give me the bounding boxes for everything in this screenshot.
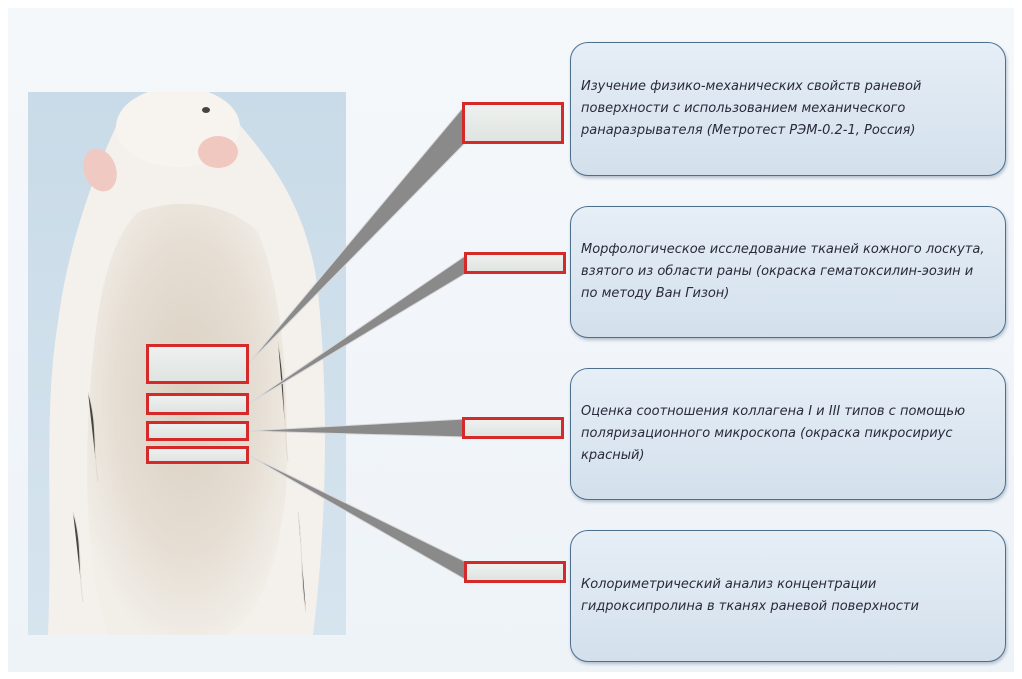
sample-strip-3 [462, 417, 564, 439]
method-text-hydroxyproline: Колориметрический анализ концентрации ги… [581, 574, 993, 618]
sample-strip-2 [464, 252, 566, 274]
connector-1 [248, 104, 466, 364]
method-text-morphology: Морфологическое исследование тканей кожн… [581, 239, 993, 305]
sample-strip-4 [464, 561, 566, 583]
method-box-collagen: Оценка соотношения коллагена I и III тип… [570, 368, 1006, 500]
sample-strip-1 [462, 102, 564, 144]
method-box-hydroxyproline: Колориметрический анализ концентрации ги… [570, 530, 1006, 662]
connector-4 [248, 455, 468, 581]
method-text-mechanical: Изучение физико-механических свойств ран… [581, 76, 993, 142]
rat-sample-region-1 [146, 344, 249, 384]
method-text-collagen: Оценка соотношения коллагена I и III тип… [581, 401, 993, 467]
rat-sample-region-2 [146, 393, 249, 415]
method-box-morphology: Морфологическое исследование тканей кожн… [570, 206, 1006, 338]
connector-3 [248, 419, 466, 437]
rat-sample-region-3 [146, 421, 249, 441]
rat-sample-region-4 [146, 446, 249, 464]
method-box-mechanical: Изучение физико-механических свойств ран… [570, 42, 1006, 176]
